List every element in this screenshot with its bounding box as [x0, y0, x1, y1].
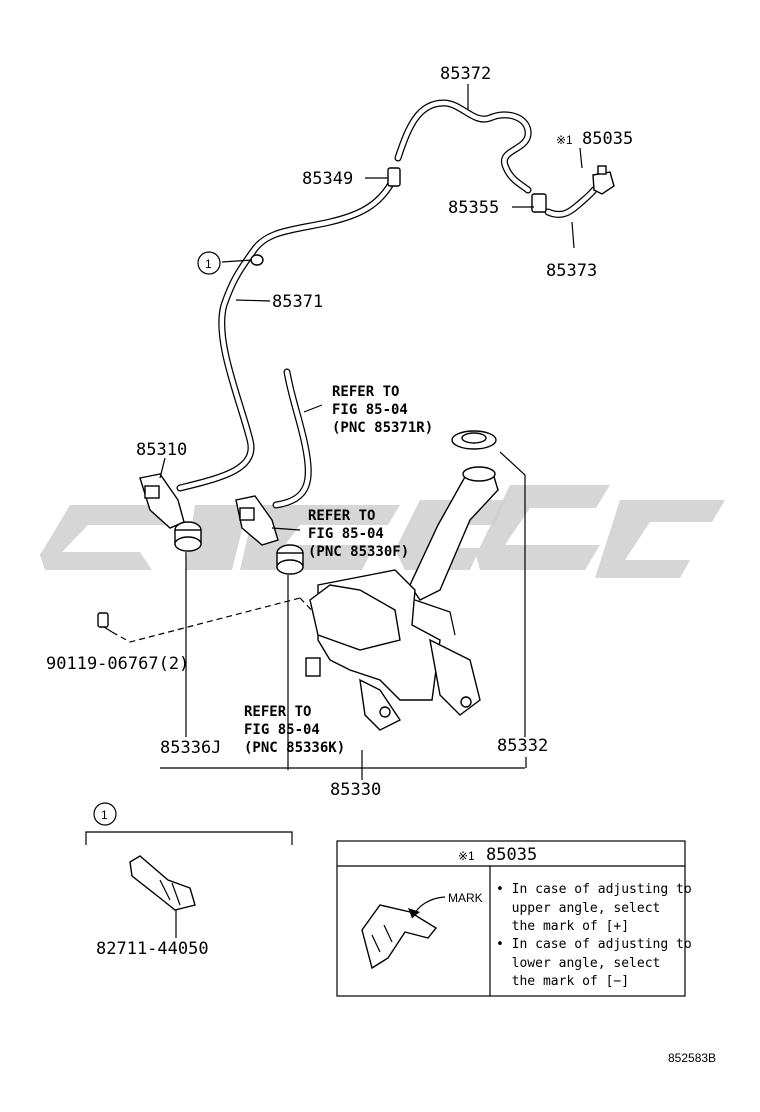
svg-text:(PNC 85330F): (PNC 85330F) [308, 544, 409, 560]
grommet-85336k [276, 544, 304, 575]
clamp-1 [250, 254, 264, 266]
svg-text:REFER TO: REFER TO [308, 508, 375, 524]
note-line-6: the mark of [−] [496, 974, 629, 989]
washer-tank-85330 [305, 466, 499, 731]
cap-85332 [451, 430, 497, 450]
inset-circle-label: 1 [101, 808, 108, 822]
nozzle-mark-illustration [361, 896, 446, 970]
callout-85035-mark: ※1 [556, 133, 573, 147]
note-header-part: 85035 [486, 845, 537, 865]
inset-clamp: 1 82711-44050 [85, 802, 293, 959]
inset-part-label: 82711-44050 [96, 939, 209, 959]
callout-85372: 85372 [440, 64, 491, 84]
hose-85371r [272, 368, 312, 509]
clamp-82711 [129, 855, 196, 911]
callout-85310: 85310 [136, 440, 187, 460]
grommet-85336j [174, 521, 202, 552]
svg-text:REFER TO: REFER TO [332, 384, 399, 400]
figure-id: 852583B [668, 1051, 716, 1065]
callout-85373: 85373 [546, 261, 597, 281]
svg-text:FIG 85-04: FIG 85-04 [244, 722, 320, 738]
refer-note-85371r: REFER TO FIG 85-04 (PNC 85371R) [332, 384, 433, 436]
note-line-2: upper angle, select [496, 901, 660, 916]
bolt-90119 [97, 612, 113, 633]
callout-85332: 85332 [497, 736, 548, 756]
nozzle-85035 [592, 165, 615, 195]
watermark-logo [40, 485, 725, 578]
joint-85355 [531, 193, 547, 213]
callout-85336j: 85336J [160, 738, 221, 758]
callout-90119: 90119-06767(2) [46, 654, 189, 674]
callout-85035: 85035 [582, 129, 633, 149]
note-line-1: • In case of adjusting to [496, 882, 692, 897]
note-line-5: lower angle, select [496, 956, 660, 971]
callout-circle-1: 1 [197, 251, 221, 275]
refer-note-85330f: REFER TO FIG 85-04 (PNC 85330F) [308, 508, 409, 560]
svg-text:FIG 85-04: FIG 85-04 [332, 402, 408, 418]
note-line-4: • In case of adjusting to [496, 937, 692, 952]
svg-text:FIG 85-04: FIG 85-04 [308, 526, 384, 542]
note-box-85035: ※1 85035 MARK • In case of adjusting to … [336, 840, 692, 997]
pump-85330f [235, 495, 279, 546]
svg-text:REFER TO: REFER TO [244, 704, 311, 720]
hose-85373 [544, 186, 598, 218]
callout-85355: 85355 [448, 198, 499, 218]
svg-text:(PNC 85336K): (PNC 85336K) [244, 740, 345, 756]
callout-85349: 85349 [302, 169, 353, 189]
svg-text:(PNC 85371R): (PNC 85371R) [332, 420, 433, 436]
joint-85349 [387, 167, 401, 187]
hose-85372 [394, 99, 532, 194]
svg-text:1: 1 [205, 257, 212, 271]
mark-label: MARK [448, 891, 483, 905]
note-header-mark: ※1 [458, 849, 475, 863]
leader-lines [159, 84, 583, 780]
hose-85371 [176, 176, 397, 492]
note-line-3: the mark of [+] [496, 919, 629, 934]
refer-note-85336k: REFER TO FIG 85-04 (PNC 85336K) [244, 704, 345, 756]
bolt-line [111, 597, 341, 643]
callout-85330: 85330 [330, 780, 381, 800]
callout-85371: 85371 [272, 292, 323, 312]
